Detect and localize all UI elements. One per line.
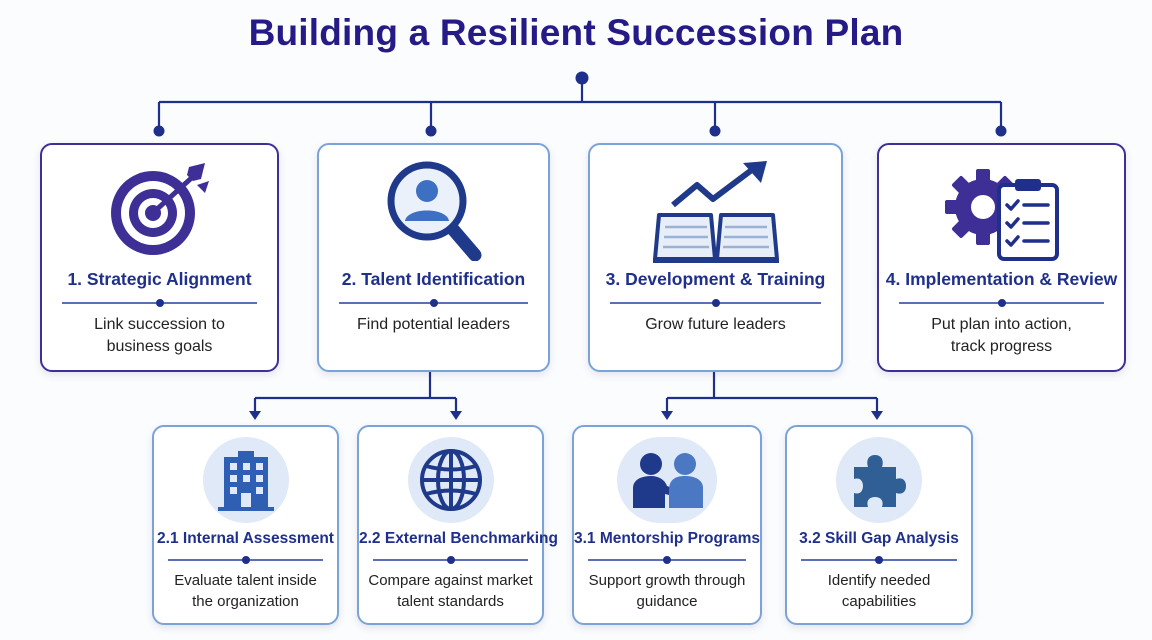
step-title: 3. Development & Training [605, 269, 826, 289]
step-card-1: 1. Strategic Alignment Link succession t… [40, 143, 279, 372]
arrow-head-3-1 [661, 411, 673, 420]
title-divider [801, 556, 957, 563]
step-title: 1. Strategic Alignment [67, 269, 252, 289]
title-divider [339, 299, 528, 306]
substep-description: Identify needed capabilities [827, 572, 931, 610]
step-description: Find potential leaders [357, 316, 510, 333]
branch-dot-2 [425, 125, 437, 137]
substep-title: 2.1 Internal Assessment [157, 530, 334, 547]
root-node-dot [575, 71, 589, 85]
step-title: 2. Talent Identification [341, 269, 526, 289]
step-card-4: 4. Implementation & Review Put plan into… [877, 143, 1126, 372]
title-divider [62, 299, 257, 306]
title-divider [899, 299, 1104, 306]
branch-dot-1 [153, 125, 165, 137]
arrow-head-2-1 [249, 411, 261, 420]
diagram-title: Building a Resilient Succession Plan [248, 12, 904, 53]
puzzle-icon [787, 437, 971, 523]
substep-card-2-2: 2.2 External Benchmarking Compare agains… [357, 425, 558, 625]
target-arrow-icon [42, 159, 277, 259]
gear-checklist-icon [879, 155, 1124, 263]
step-description: Link succession to business goals [94, 316, 225, 356]
title-divider [168, 556, 323, 563]
building-icon [154, 437, 337, 523]
step-title: 4. Implementation & Review [885, 269, 1118, 289]
substep-title: 3.1 Mentorship Programs [574, 530, 761, 547]
step-description: Put plan into action, track progress [931, 316, 1072, 356]
substep-card-3-2: 3.2 Skill Gap Analysis Identify needed c… [785, 425, 973, 625]
substep-card-2-1: 2.1 Internal Assessment Evaluate talent … [152, 425, 339, 625]
arrow-head-2-2 [450, 411, 462, 420]
step-card-3: 3. Development & Training Grow future le… [588, 143, 843, 372]
substep-card-3-1: 3.1 Mentorship Programs Support growth t… [572, 425, 762, 625]
substep-title: 3.2 Skill Gap Analysis [799, 530, 959, 547]
mentor-people-icon [574, 437, 760, 523]
step-description: Grow future leaders [645, 316, 786, 333]
title-divider [610, 299, 821, 306]
step-card-2: 2. Talent Identification Find potential … [317, 143, 550, 372]
magnifier-person-icon [319, 157, 548, 261]
branch-dot-4 [995, 125, 1007, 137]
arrow-head-3-2 [871, 411, 883, 420]
book-growth-icon [590, 159, 841, 263]
branch-dot-3 [709, 125, 721, 137]
substep-title: 2.2 External Benchmarking [359, 530, 558, 547]
substep-description: Support growth through guidance [588, 572, 746, 610]
title-divider [588, 556, 746, 563]
substep-description: Evaluate talent inside the organization [174, 572, 317, 610]
substep-description: Compare against market talent standards [368, 572, 533, 610]
title-divider [373, 556, 528, 563]
globe-icon [359, 437, 542, 523]
